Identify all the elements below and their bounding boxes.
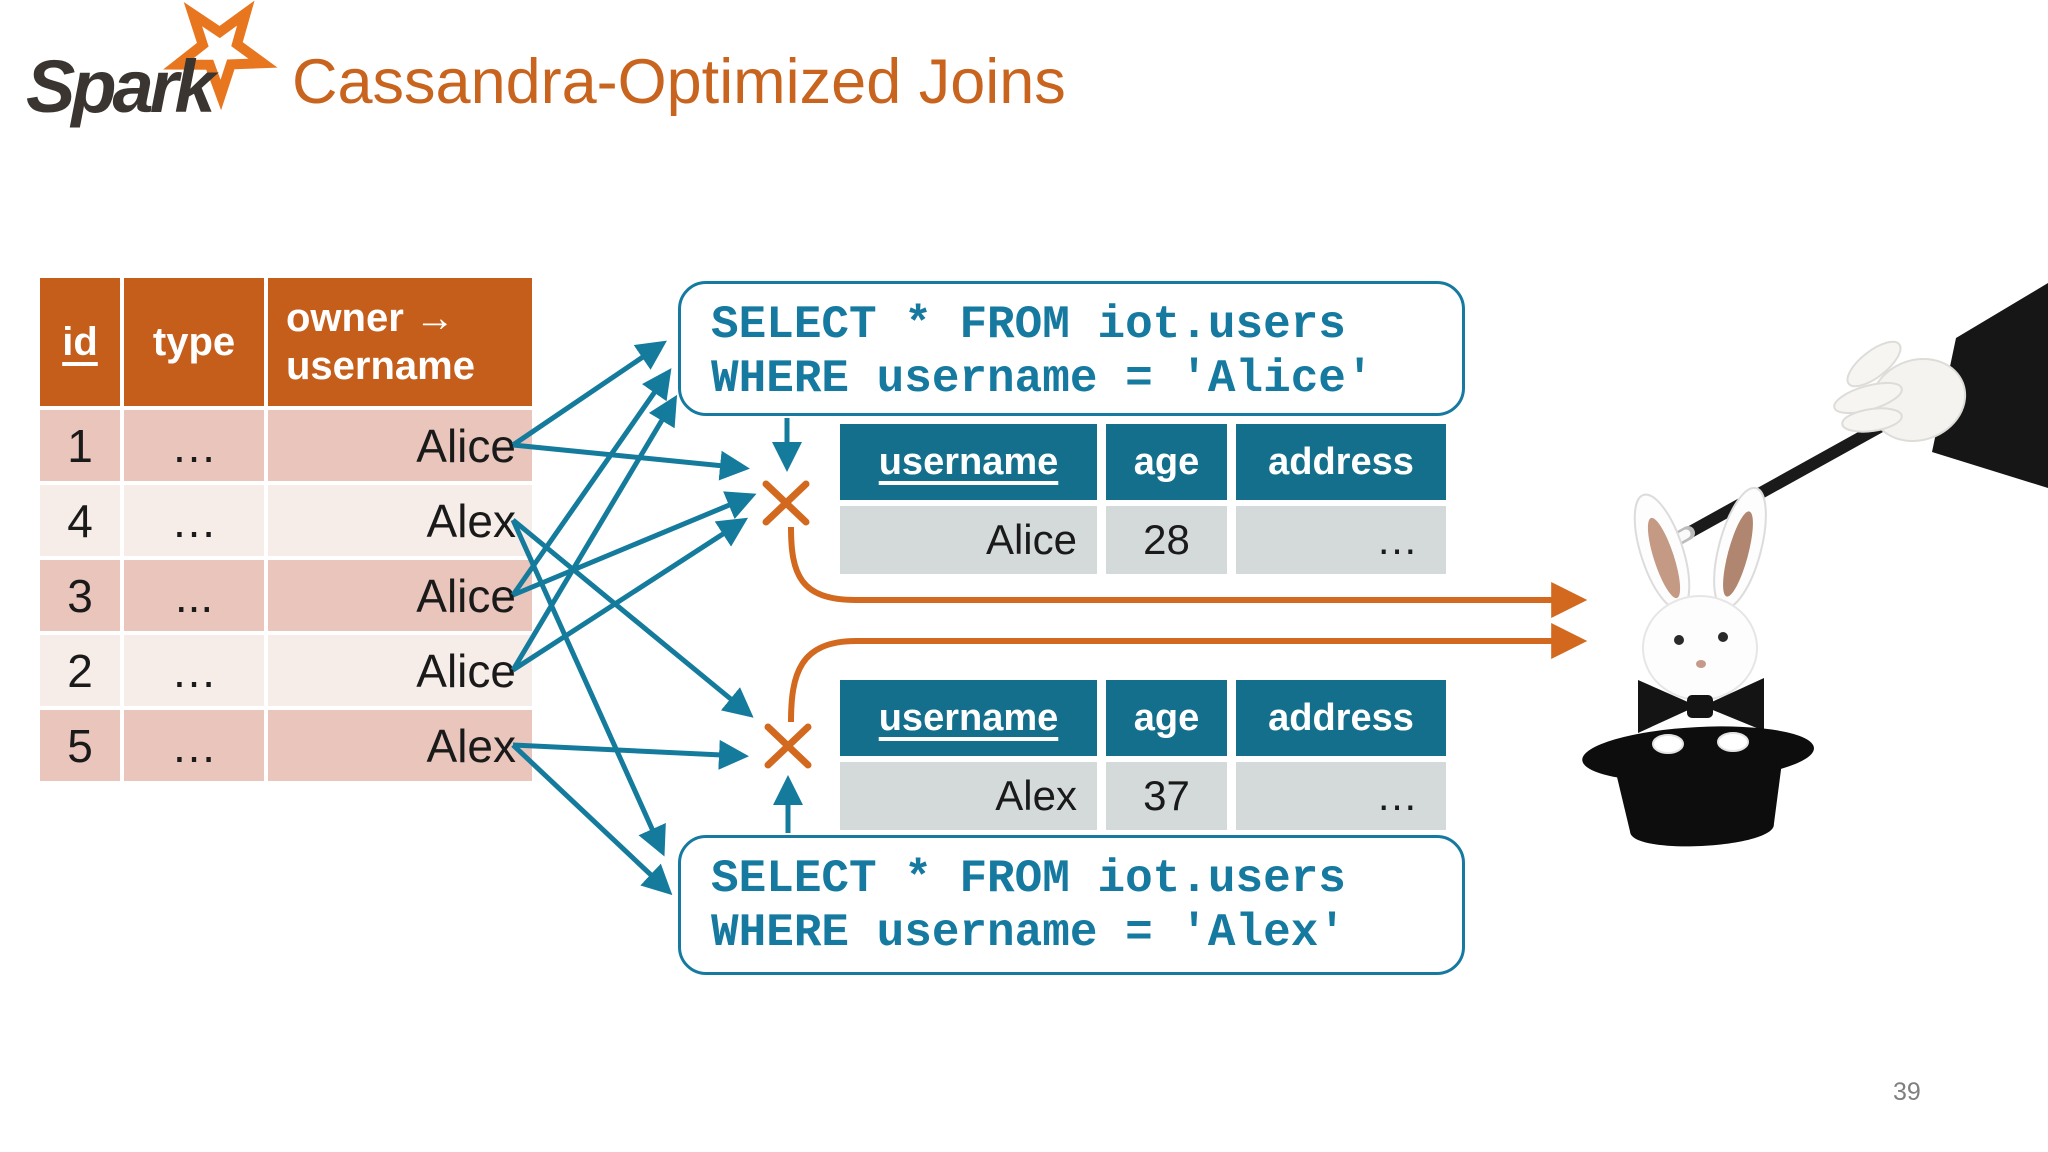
table-cell-id: 4 [40, 485, 120, 556]
table-cell-type: … [124, 710, 264, 781]
sql-line: SELECT * FROM iot.users [711, 853, 1346, 905]
result-header-address: address [1236, 424, 1446, 500]
table-cell-type: … [124, 485, 264, 556]
join-arrow [511, 518, 754, 718]
rabbit [1633, 486, 1767, 778]
table-cell-owner: Alex [268, 710, 532, 781]
rabbit-paw [1717, 732, 1749, 752]
join-arrow [512, 739, 749, 770]
table-cell-id: 5 [40, 710, 120, 781]
result-cell-username: Alice [840, 506, 1097, 574]
table-cell-type: ... [124, 560, 264, 631]
join-arrow [511, 517, 749, 673]
spark-logo: Spark [26, 45, 216, 128]
result-header-address: address [1236, 680, 1446, 756]
source-table: id type owner →username 1 … Alice 4 … Al… [40, 278, 532, 781]
top-hat-icon [1582, 726, 1814, 847]
bow-tie-icon [1638, 678, 1764, 733]
table-cell-id: 3 [40, 560, 120, 631]
result-cell-address: … [1236, 506, 1446, 574]
join-arrow [510, 368, 672, 597]
table-cell-owner: Alex [268, 485, 532, 556]
result-table-alex: username age address Alex 37 … [840, 680, 1446, 830]
result-cell-age: 37 [1106, 762, 1227, 830]
sql-line: WHERE username = 'Alice' [711, 353, 1374, 405]
result-cell-username: Alex [840, 762, 1097, 830]
result-table-alice: username age address Alice 28 … [840, 424, 1446, 574]
spark-star-icon [163, 0, 278, 111]
join-arrow [510, 394, 678, 672]
join-arrow [511, 340, 667, 448]
join-arrow [512, 442, 750, 481]
page-number: 39 [1893, 1078, 1921, 1106]
magic-wand-icon [1650, 382, 1956, 557]
table-cell-type: … [124, 635, 264, 706]
magician-arm [1932, 283, 2048, 488]
table-cell-owner: Alice [268, 635, 532, 706]
source-table-header-type: type [124, 278, 264, 406]
table-cell-type: … [124, 410, 264, 481]
join-arrow [511, 743, 673, 896]
result-header-age: age [1106, 424, 1227, 500]
result-cell-age: 28 [1106, 506, 1227, 574]
source-table-header-owner: owner →username [268, 278, 532, 406]
result-header-username: username [840, 424, 1097, 500]
table-cell-id: 2 [40, 635, 120, 706]
result-cell-address: … [1236, 762, 1446, 830]
join-arrow [512, 491, 757, 598]
cross-join-icon [762, 480, 810, 526]
table-cell-owner: Alice [268, 560, 532, 631]
table-cell-owner: Alice [268, 410, 532, 481]
rabbit-paw [1652, 734, 1684, 754]
page-title: Cassandra-Optimized Joins [292, 47, 1066, 117]
join-arrow [510, 518, 666, 857]
cross-join-icon [764, 723, 812, 769]
sql-query-box-alex: SELECT * FROM iot.users WHERE username =… [678, 835, 1465, 975]
result-header-username: username [840, 680, 1097, 756]
sql-query-box-alice: SELECT * FROM iot.users WHERE username =… [678, 281, 1465, 416]
sql-line: SELECT * FROM iot.users [711, 299, 1346, 351]
sql-line: WHERE username = 'Alex' [711, 907, 1346, 959]
magician-glove [1833, 340, 1967, 443]
table-cell-id: 1 [40, 410, 120, 481]
source-table-header-id: id [40, 278, 120, 406]
result-header-age: age [1106, 680, 1227, 756]
